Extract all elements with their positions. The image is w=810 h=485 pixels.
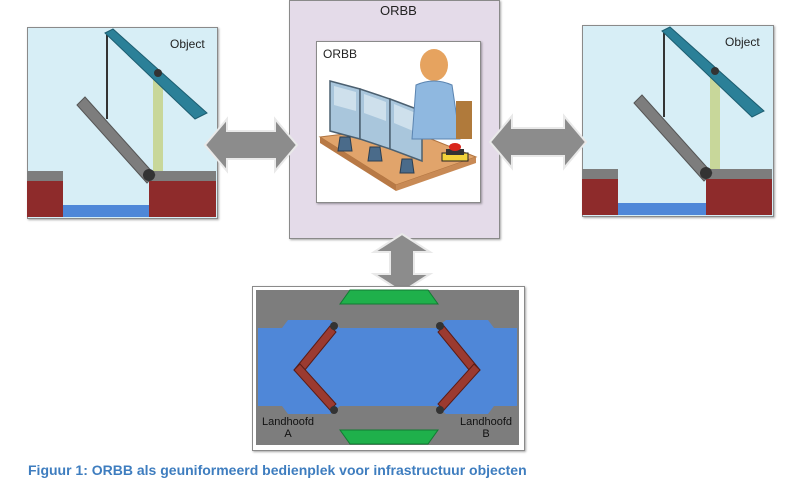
left-connection-arrow: [203, 116, 299, 174]
abutment-a-line2: A: [284, 428, 292, 440]
lock-illustration: [256, 289, 519, 445]
bottom-connection-arrow: [370, 232, 434, 294]
abutment-a-line1: Landhoofd: [262, 416, 314, 428]
right-bascule-bridge-illustration: [582, 26, 772, 215]
orbb-title: ORBB: [380, 3, 417, 18]
operator-panel-title: ORBB: [323, 47, 358, 61]
operator-workplace-illustration: [318, 49, 478, 191]
abutment-a-label: Landhoofd A: [258, 416, 318, 440]
figure-caption: Figuur 1: ORBB als geuniformeerd bedienp…: [28, 462, 527, 478]
left-object-label: Object: [170, 37, 205, 51]
right-object-label: Object: [725, 35, 760, 49]
abutment-b-line1: Landhoofd: [460, 416, 512, 428]
abutment-b-line2: B: [482, 428, 490, 440]
abutment-b-label: Landhoofd B: [456, 416, 516, 440]
right-connection-arrow: [488, 113, 588, 171]
left-bascule-bridge-illustration: [27, 28, 216, 217]
